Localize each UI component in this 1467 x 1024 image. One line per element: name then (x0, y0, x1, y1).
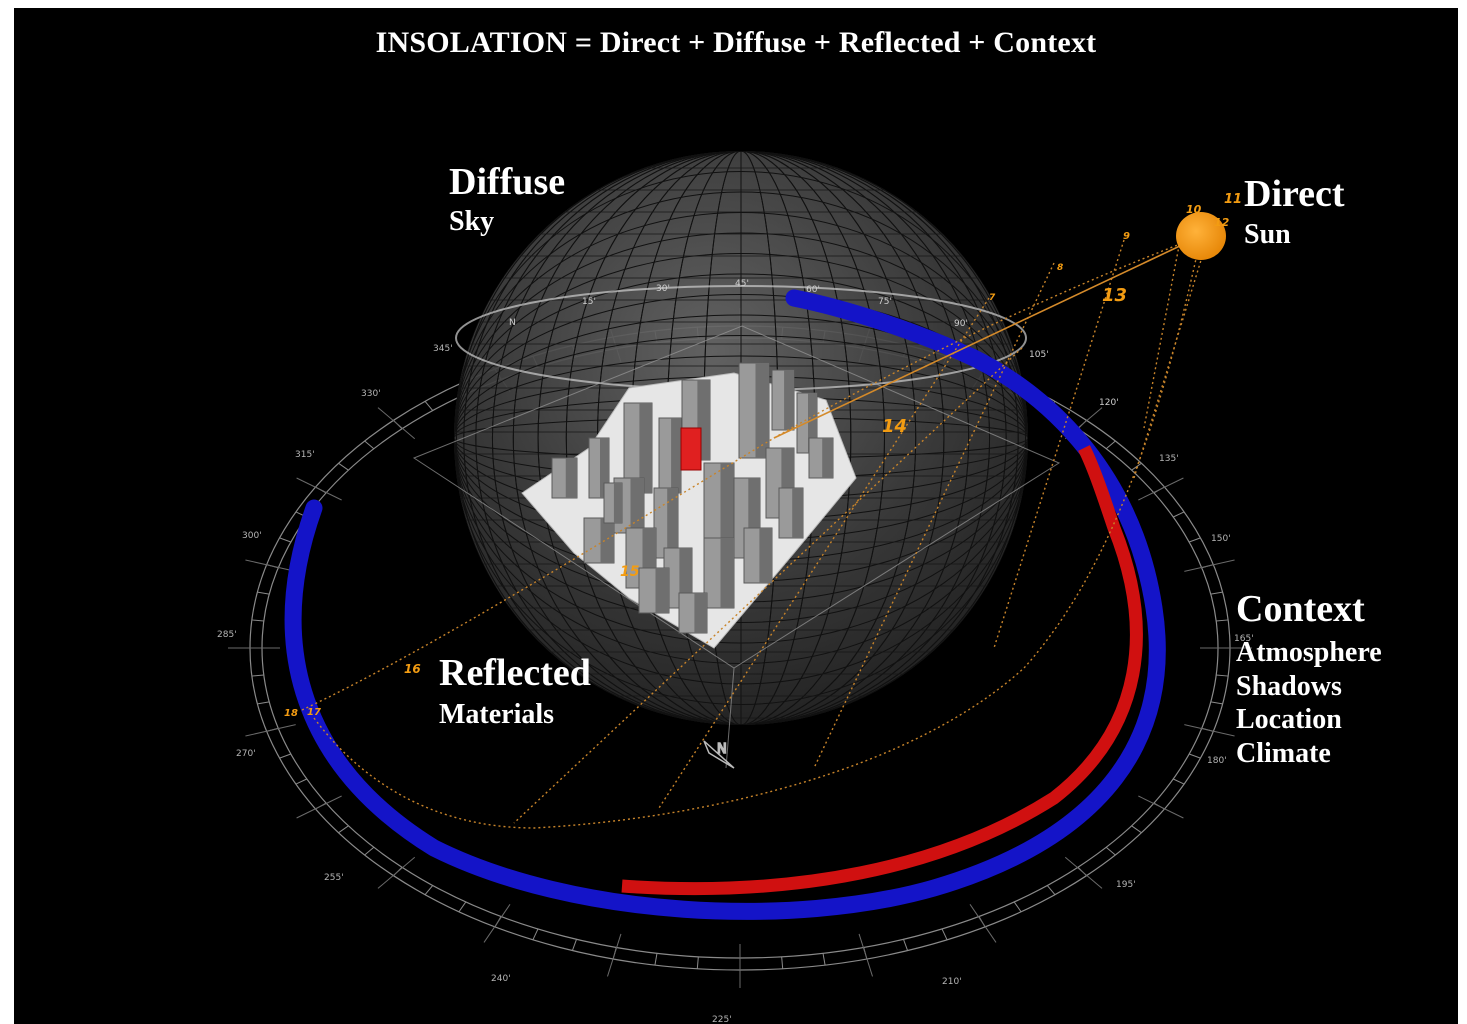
sun-path (301, 217, 1215, 829)
compass-tick-labels: 135' 150' 165' 180' 195' 210' 225' 240' 255' 270'… (217, 344, 1254, 1024)
dome-tick-label: 60' (806, 285, 820, 295)
dome-tick-label: 15' (582, 297, 596, 307)
page-title: INSOLATION = Direct + Diffuse + Reflecte… (375, 26, 1097, 59)
ground-plan (412, 325, 1061, 769)
dome-tick-label: 45' (735, 279, 749, 289)
context-item-shadows: Shadows (1236, 670, 1342, 702)
sun-hour-label: 9 (1123, 231, 1130, 242)
sun-hour-label: 15 (620, 564, 640, 580)
diffuse-sub: Sky (449, 206, 495, 237)
compass-tick-label: 240' (491, 974, 511, 984)
compass-tick-label: 300' (242, 531, 262, 541)
target-building (680, 427, 702, 471)
sun-hour-label: 8 (1057, 263, 1063, 273)
compass-tick-label: 135' (1159, 454, 1179, 464)
compass-tick-label: 150' (1211, 534, 1231, 544)
compass-tick-label: 180' (1207, 756, 1227, 766)
dome-tick-label: 105' (1029, 350, 1049, 360)
sun-hour-label: 12 (1214, 216, 1230, 229)
context-item-atmosphere: Atmosphere (1236, 637, 1382, 668)
sun-hour-label: 11 (1224, 192, 1242, 207)
sun-hour-label: 10 (1186, 203, 1202, 216)
sun-hour-label: 16 (404, 662, 421, 676)
insolation-scene: N 135' 150' 165' 180' 195' 210' 225' 240' 255' 27… (217, 151, 1254, 1024)
direct-ring-red (621, 445, 1143, 896)
compass-tick-label: 270' (236, 749, 256, 759)
diffuse-ring-blue (284, 289, 1166, 920)
compass-tick-label: 345' (433, 344, 453, 354)
dome-tick-labels: N 15' 30' 45' 60' 75' 90' 105' 120' (509, 279, 1119, 408)
context-item-climate: Climate (1236, 737, 1331, 769)
compass-tick-label: 255' (324, 873, 344, 883)
compass-tick-label: 195' (1116, 880, 1136, 890)
dome-tick-label: 75' (878, 297, 892, 307)
reflected-heading: Reflected (439, 652, 591, 694)
context-list: Atmosphere Shadows Location Climate (1236, 636, 1382, 770)
sun-hour-label: 14 (882, 416, 907, 437)
sun-hour-label: 7 (989, 293, 996, 303)
context-heading: Context (1236, 588, 1365, 630)
compass-tick-label: 285' (217, 630, 237, 640)
sun-hour-label: 13 (1102, 285, 1127, 306)
compass-tick-label: 165' (1234, 634, 1254, 644)
sun-hour-labels: 7 8 9 10 11 12 13 14 15 16 17 18 (284, 192, 1242, 719)
dome-tick-label: 120' (1099, 398, 1119, 408)
dome-tick-label: N (509, 318, 516, 328)
dome-tick-label: 90' (954, 319, 968, 329)
sun-hour-label: 17 (307, 707, 321, 718)
diagram-frame: N 135' 150' 165' 180' 195' 210' 225' 240' 255' 27… (14, 8, 1458, 1024)
compass-tick-label: 225' (712, 1015, 732, 1024)
direct-heading: Direct (1244, 173, 1345, 215)
city-model (521, 362, 857, 649)
sun-hour-label: 18 (284, 708, 298, 719)
direct-sub: Sun (1244, 219, 1291, 250)
compass-tick-label: 330' (361, 389, 381, 399)
reflected-sub: Materials (439, 699, 555, 730)
sun-icon (1176, 212, 1226, 260)
north-arrow-icon: N (703, 740, 735, 769)
diffuse-heading: Diffuse (449, 161, 566, 203)
compass-tick-label: 210' (942, 977, 962, 987)
north-marker: N (717, 742, 727, 757)
dome-tick-label: 30' (656, 284, 670, 294)
compass-tick-label: 315' (295, 450, 315, 460)
context-item-location: Location (1236, 704, 1342, 735)
